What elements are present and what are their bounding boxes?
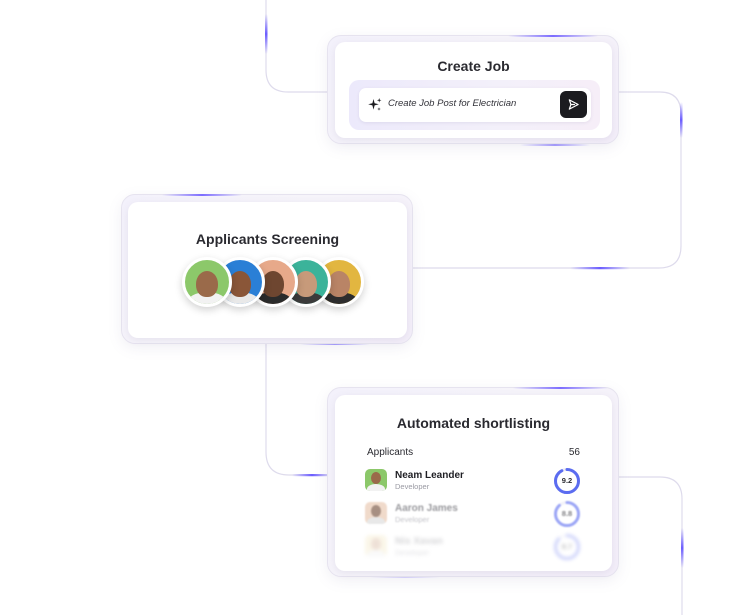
candidate-name: Neam Leander: [395, 470, 464, 481]
candidate-score: 9.2: [561, 476, 573, 485]
score-ring: [554, 501, 580, 527]
create-job-card: Create Job Create Job Post for Electrici…: [335, 42, 612, 138]
avatar-1: [182, 257, 232, 307]
job-prompt-input[interactable]: Create Job Post for Electrician: [359, 88, 591, 122]
candidate-avatar: [365, 469, 387, 491]
score-ring: [554, 468, 580, 494]
job-prompt-text: Create Job Post for Electrician: [388, 98, 517, 109]
applicants-label: Applicants: [367, 447, 414, 458]
send-button[interactable]: [560, 91, 587, 118]
send-icon: [568, 99, 579, 110]
candidate-role: Developer: [395, 515, 430, 524]
applicants-screening-card: Applicants Screening: [128, 202, 407, 338]
applicants-count: 56: [568, 447, 580, 458]
applicants-screening-title: Applicants Screening: [195, 231, 340, 247]
shortlisting-title: Automated shortlisting: [396, 415, 551, 431]
applicants-summary-row: Applicants 56: [367, 447, 580, 458]
candidate-score: 8.8: [561, 509, 573, 518]
score-ring-fill: [554, 501, 580, 527]
shortlisting-panel: Automated shortlisting Applicants 56 Nea…: [327, 387, 619, 577]
candidate-avatar: [365, 535, 387, 557]
candidate-row[interactable]: Neam Leander Developer 9.2: [365, 466, 580, 496]
candidate-name: Aaron James: [395, 503, 458, 514]
score-ring-fill: [554, 534, 580, 560]
candidate-role: Developer: [395, 548, 430, 557]
candidate-score: 8.7: [561, 542, 573, 551]
sparkle-icon: [368, 98, 382, 111]
candidate-row[interactable]: Aaron James Developer 8.8: [365, 499, 580, 529]
candidate-row[interactable]: Nis Xavan Developer 8.7: [365, 532, 580, 562]
score-ring-fill: [554, 468, 580, 494]
candidate-name: Nis Xavan: [395, 536, 443, 547]
avatar-2: [215, 257, 265, 307]
candidate-avatar: [365, 502, 387, 524]
candidate-role: Developer: [395, 482, 430, 491]
applicants-screening-panel: Applicants Screening: [121, 194, 413, 344]
create-job-panel: Create Job Create Job Post for Electrici…: [327, 35, 619, 144]
shortlisting-card: Automated shortlisting Applicants 56 Nea…: [335, 395, 612, 571]
create-job-title: Create Job: [437, 58, 510, 74]
prompt-container: Create Job Post for Electrician: [349, 80, 600, 130]
score-ring: [554, 534, 580, 560]
